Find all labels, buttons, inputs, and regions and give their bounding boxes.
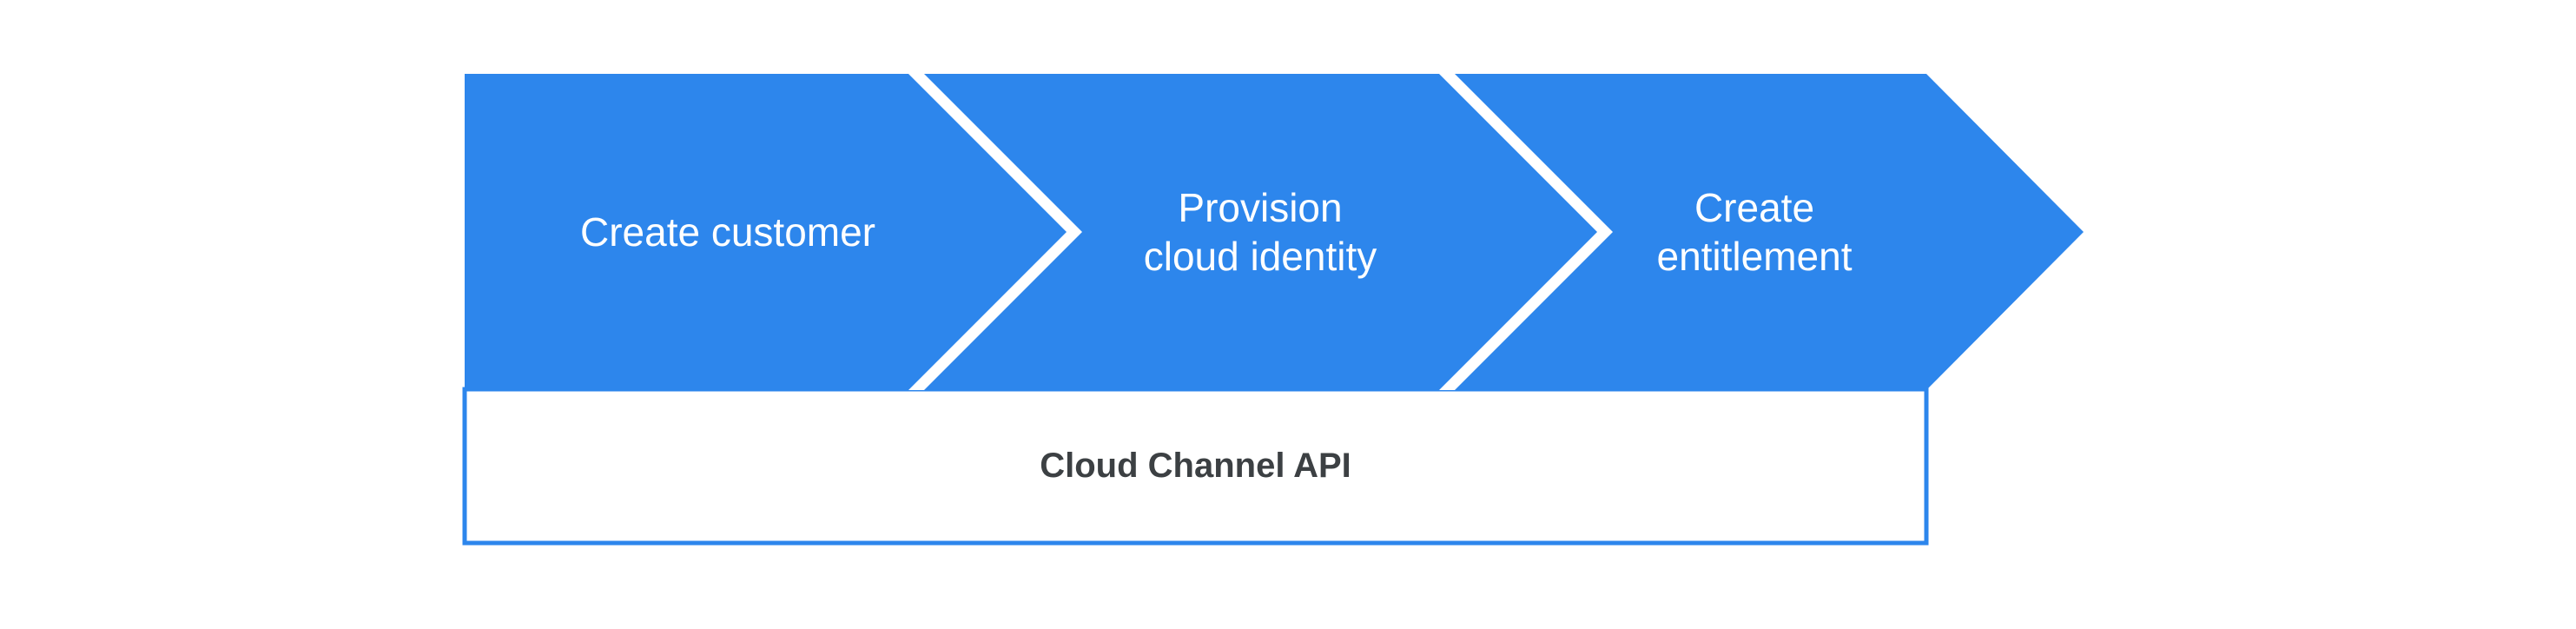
process-arrow-shape [465, 74, 2084, 390]
api-box-outline [462, 387, 1929, 546]
